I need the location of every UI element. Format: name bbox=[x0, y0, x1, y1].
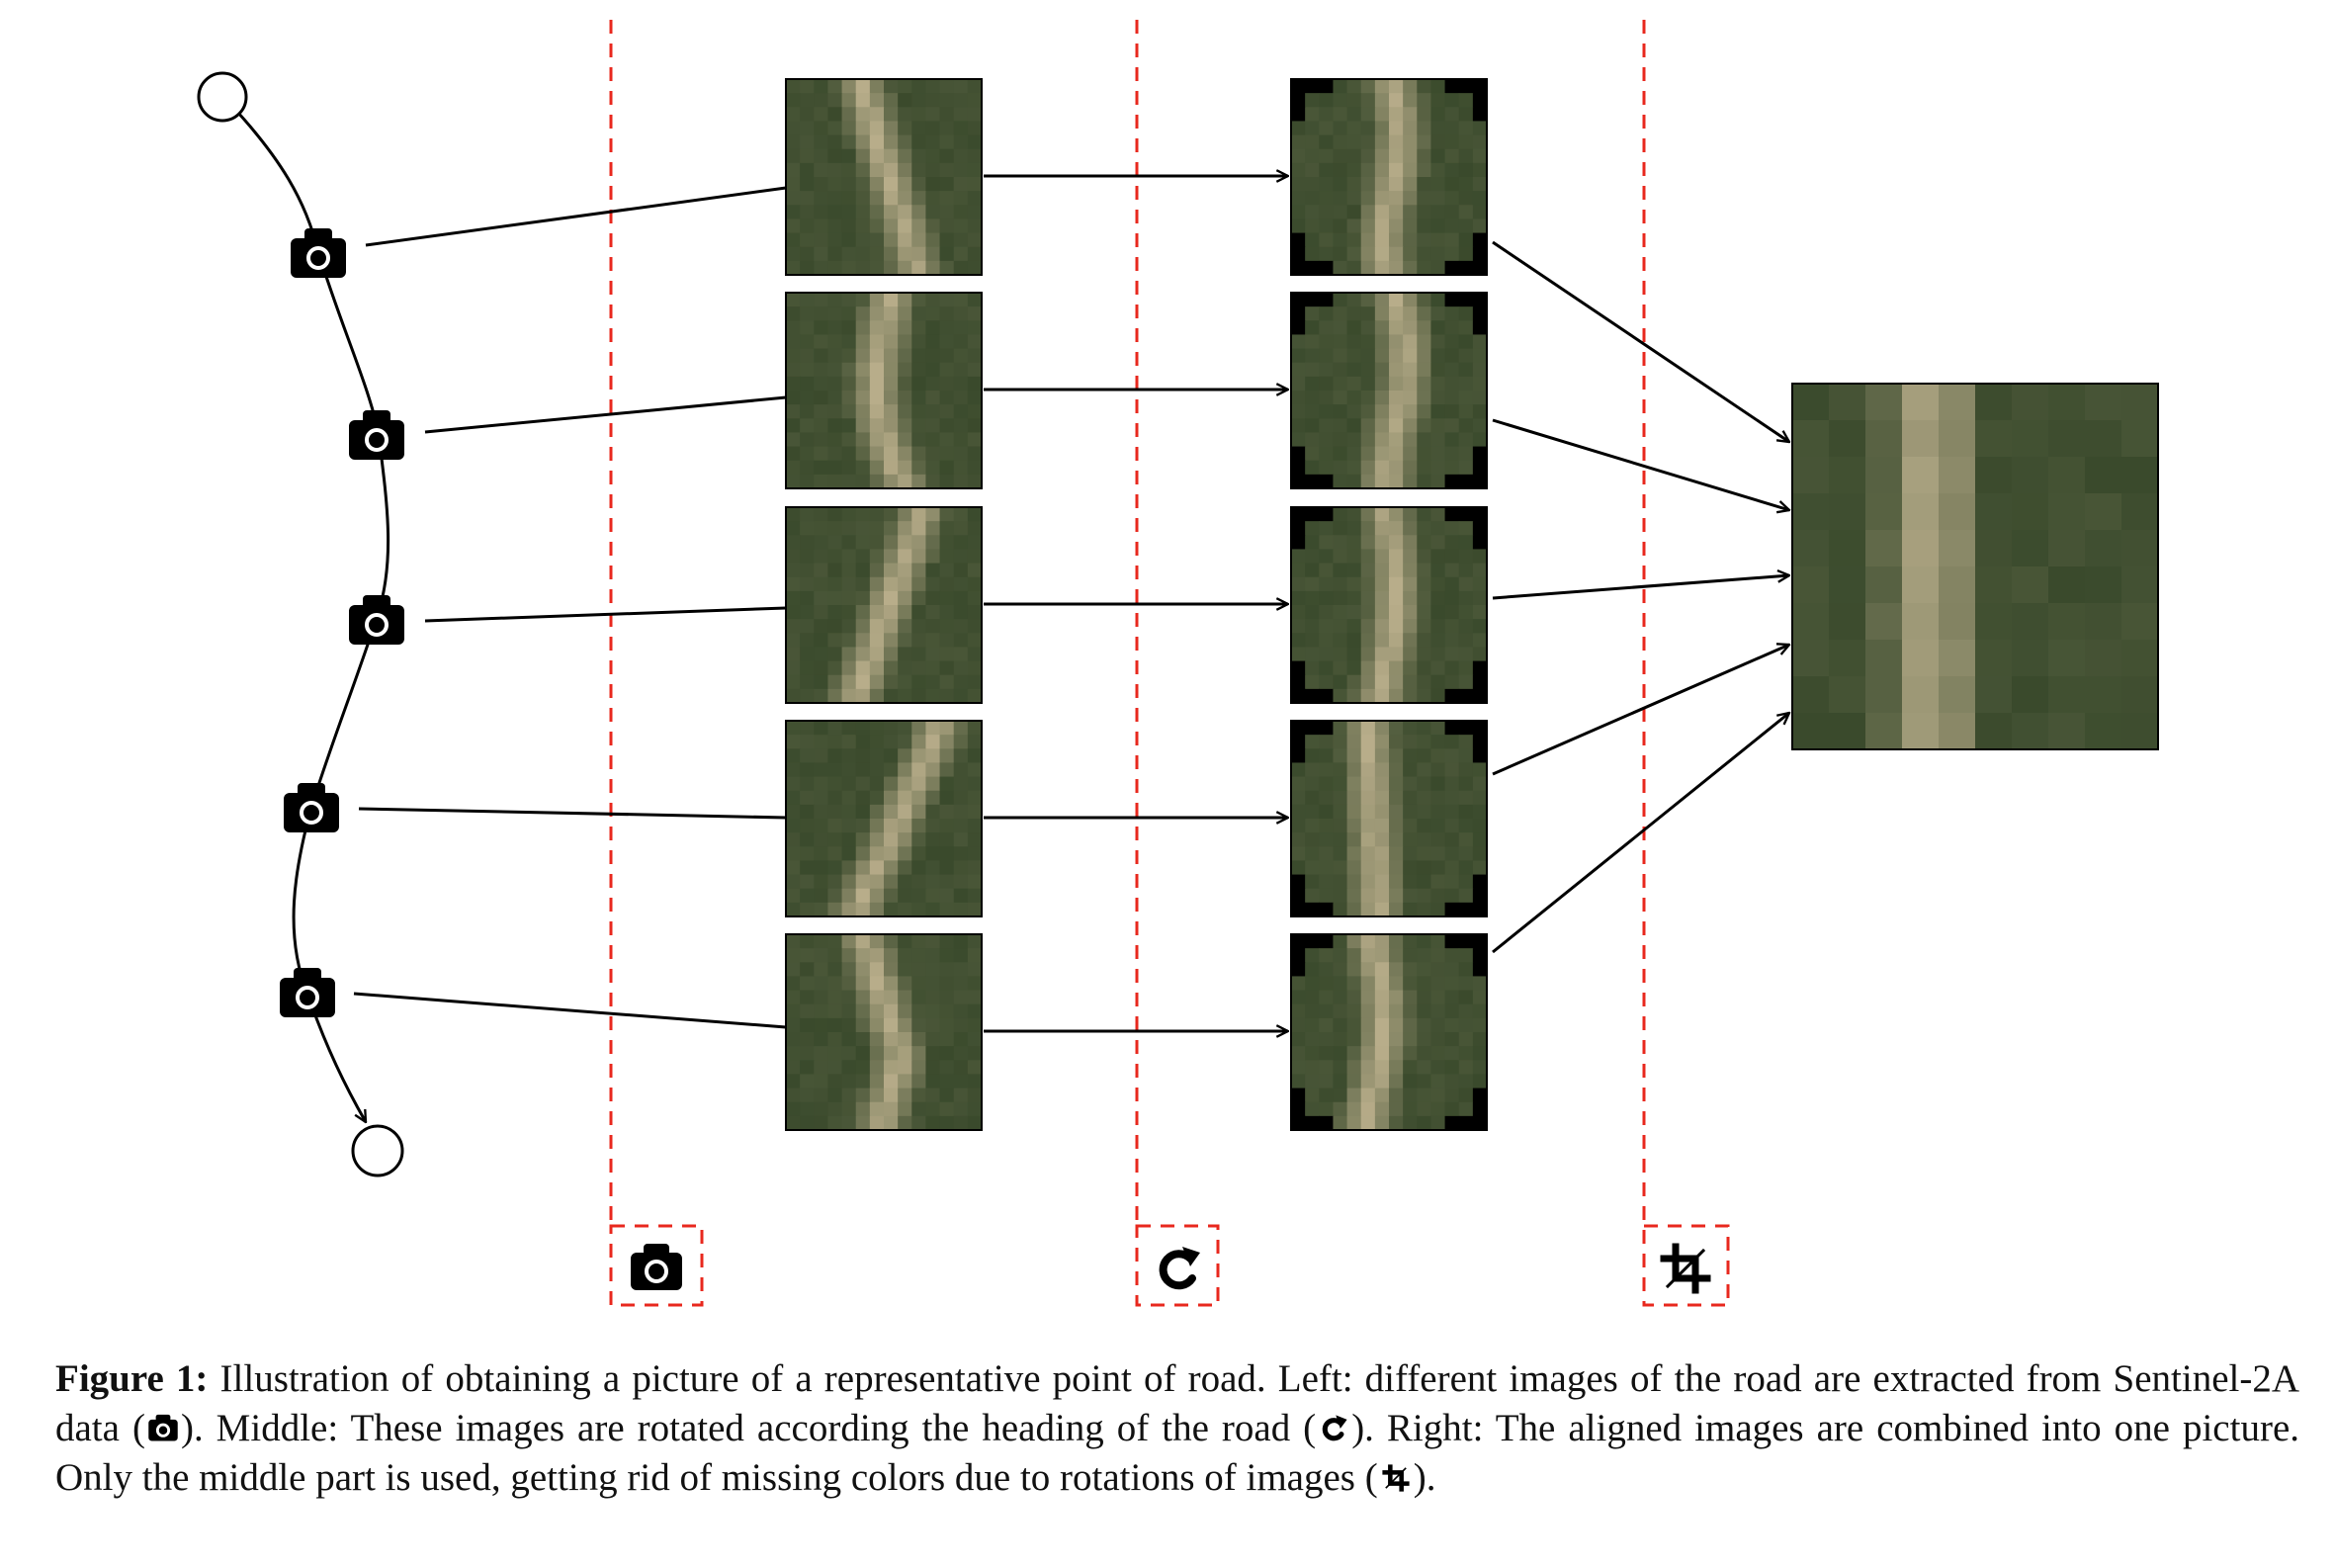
combine-arrows bbox=[1492, 240, 1789, 954]
raw-image-tile bbox=[785, 506, 983, 704]
caption-camera-icon bbox=[148, 1414, 178, 1441]
caption-label: Figure 1: bbox=[55, 1357, 209, 1400]
pipeline-diagram bbox=[197, 20, 2159, 1307]
road-start-node bbox=[197, 71, 248, 123]
crop-icon bbox=[1660, 1243, 1711, 1294]
extraction-lines bbox=[353, 186, 787, 1029]
caption-crop-icon bbox=[1382, 1464, 1410, 1492]
rotated-image-tile bbox=[1290, 292, 1488, 489]
stage-icon-camera bbox=[609, 1224, 704, 1307]
raw-image-tile bbox=[785, 933, 983, 1131]
caption-rotate-icon bbox=[1322, 1415, 1347, 1441]
combined-image bbox=[1791, 383, 2159, 750]
sample-camera-icon-1 bbox=[289, 226, 348, 280]
stage-icon-crop bbox=[1642, 1224, 1730, 1307]
rotated-image-tile bbox=[1290, 78, 1488, 276]
combined-image-tile bbox=[1791, 383, 2159, 750]
raw-image-tile bbox=[785, 292, 983, 489]
road-end-node bbox=[351, 1124, 404, 1177]
stage-icon-rotate bbox=[1135, 1224, 1220, 1307]
stage-dividers bbox=[609, 20, 1646, 1226]
rotate-icon bbox=[1159, 1247, 1200, 1290]
rotated-images-column bbox=[1290, 78, 1488, 1131]
figure-caption: Figure 1: Illustration of obtaining a pi… bbox=[55, 1354, 2299, 1503]
rotation-arrows bbox=[984, 176, 1288, 1031]
rotated-image-tile bbox=[1290, 720, 1488, 917]
caption-text-4: ). bbox=[1413, 1456, 1436, 1499]
caption-text-2: ). Middle: These images are rotated acco… bbox=[180, 1407, 1317, 1449]
sample-camera-icon-5 bbox=[278, 966, 337, 1019]
caption-text-1: Illustration of obtaining a picture of a… bbox=[55, 1357, 2299, 1449]
sample-camera-icon-4 bbox=[282, 781, 341, 834]
camera-icon bbox=[631, 1244, 682, 1290]
caption-text-3: ). Right: The aligned images are combine… bbox=[55, 1407, 2300, 1499]
raw-image-tile bbox=[785, 720, 983, 917]
raw-images-column bbox=[785, 78, 983, 1131]
sample-camera-icon-3 bbox=[347, 593, 406, 647]
sample-camera-icon-2 bbox=[347, 408, 406, 462]
rotated-image-tile bbox=[1290, 506, 1488, 704]
rotated-image-tile bbox=[1290, 933, 1488, 1131]
raw-image-tile bbox=[785, 78, 983, 276]
sample-camera-icons bbox=[278, 226, 406, 1019]
